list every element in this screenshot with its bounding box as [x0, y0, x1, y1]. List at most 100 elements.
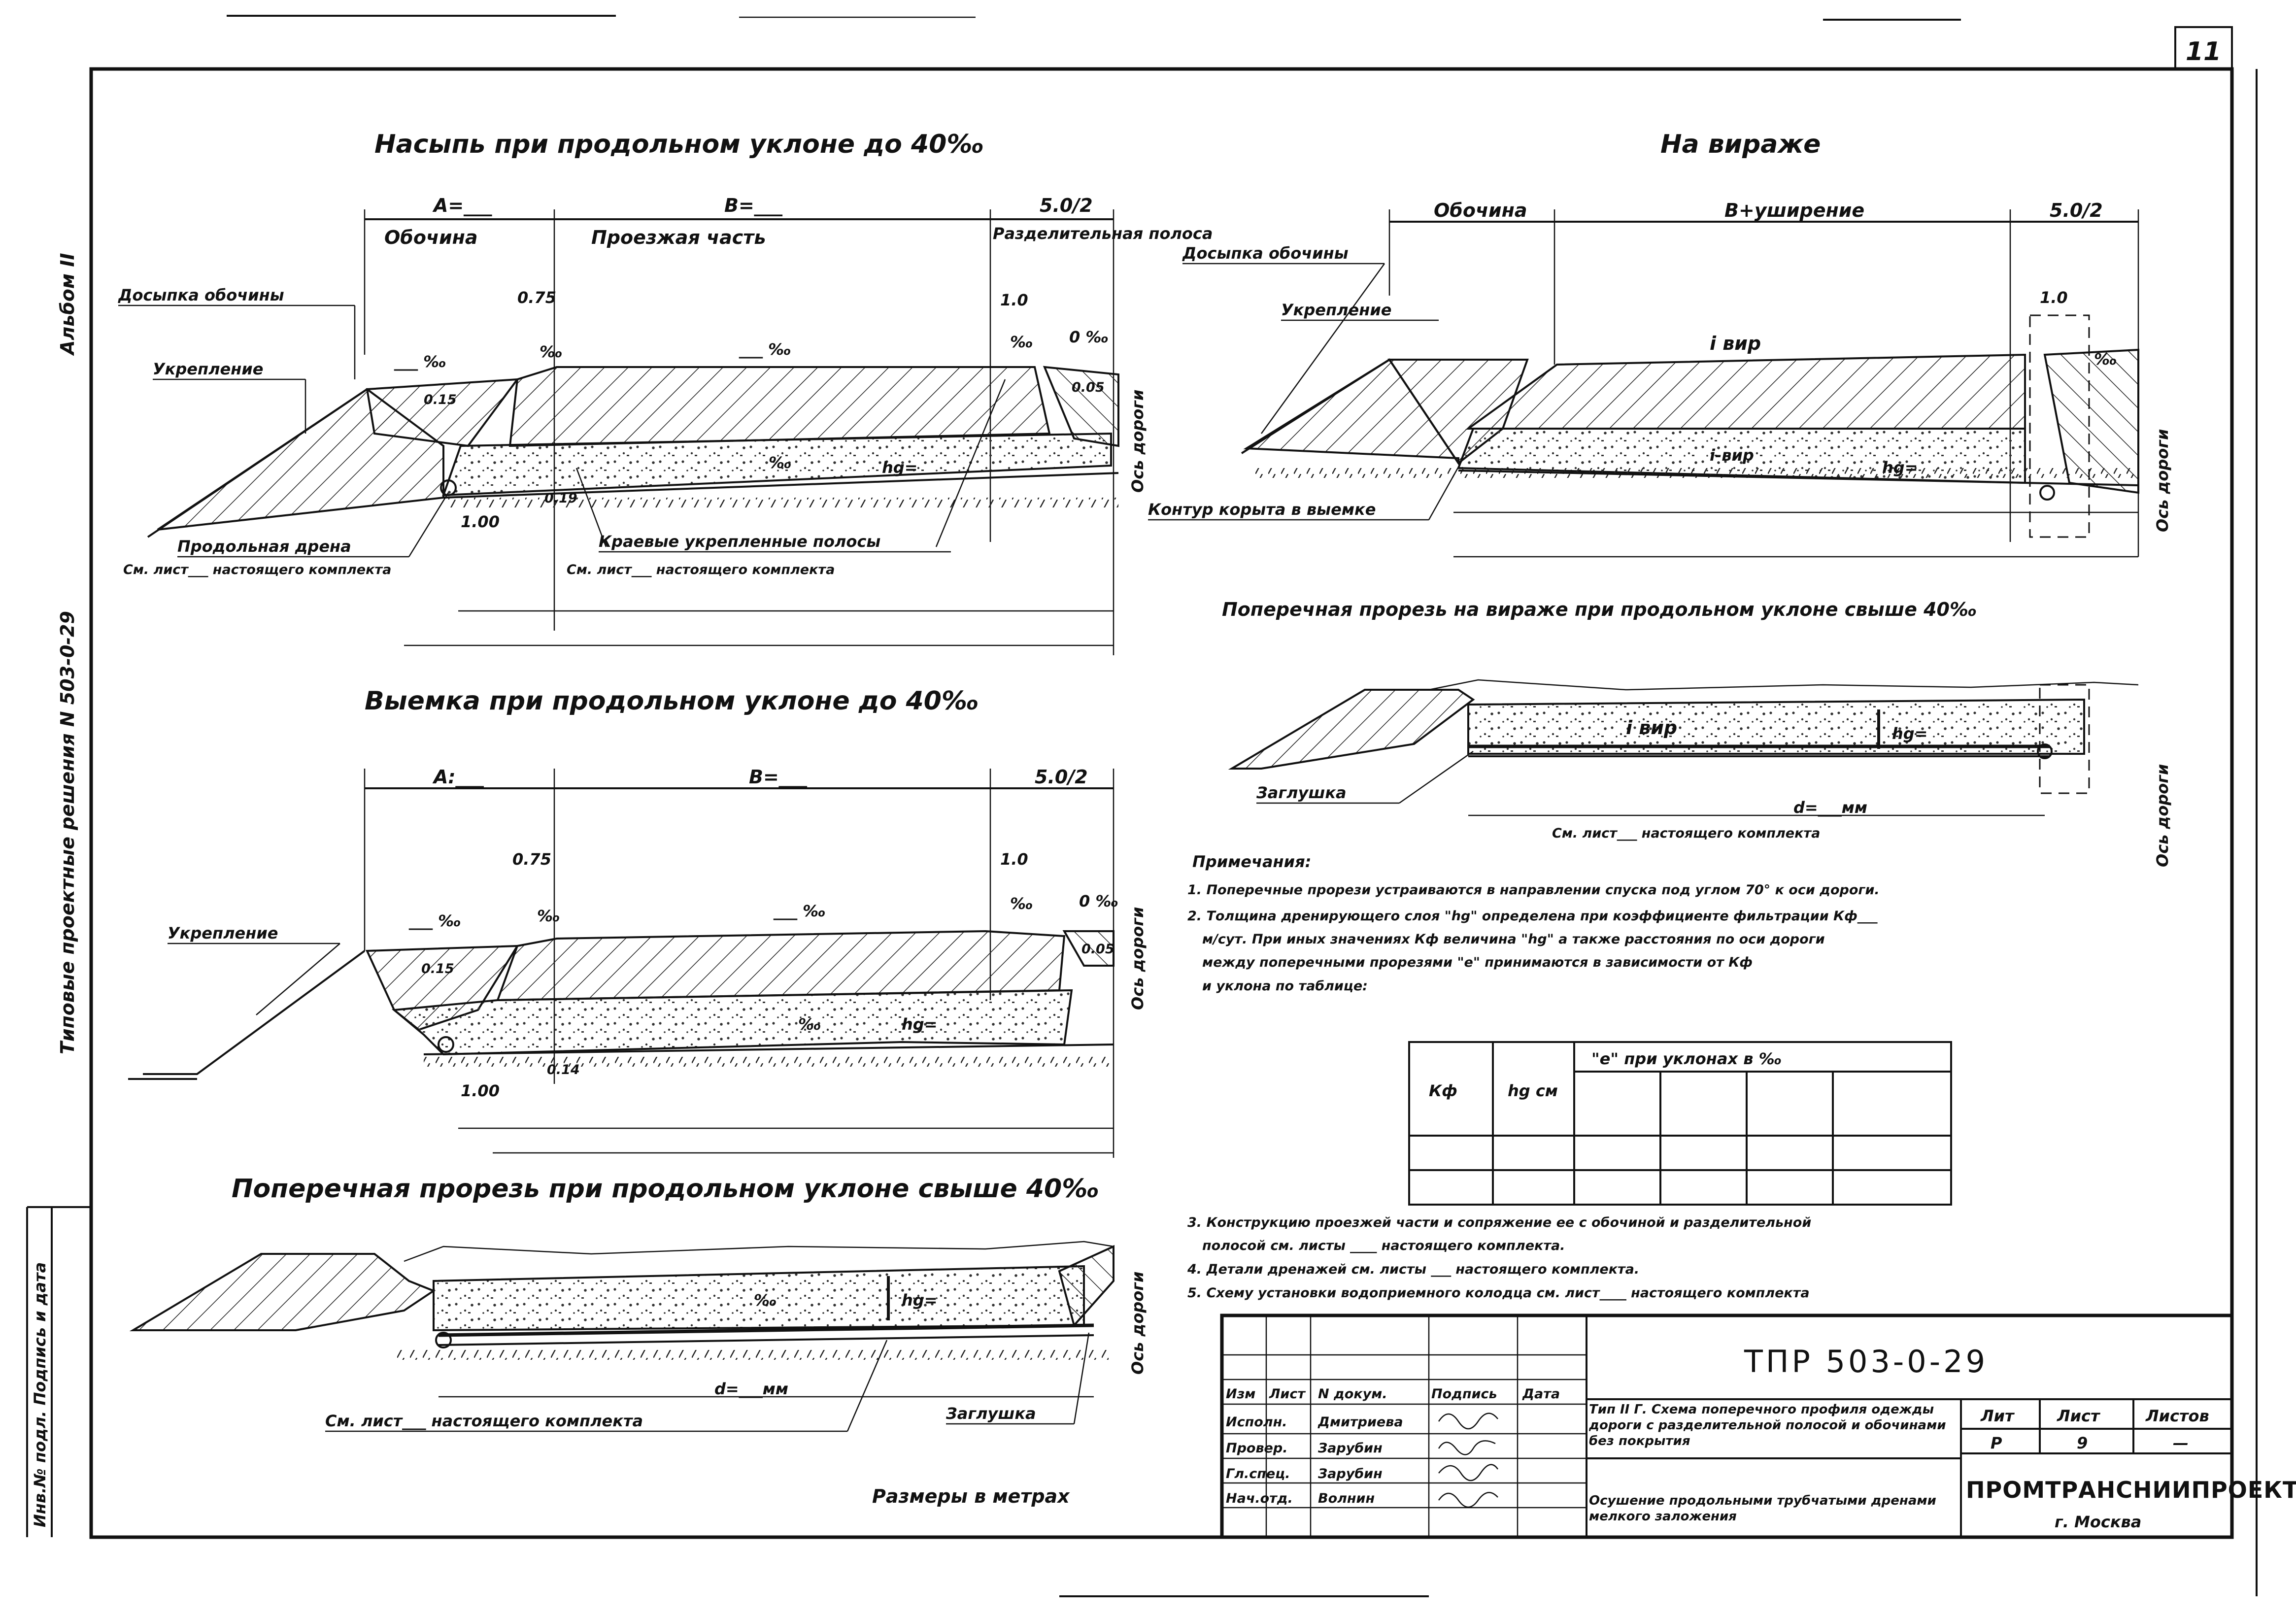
callout-reinforce-b: Укрепление	[1281, 301, 1391, 319]
tb-lit-label: Лит	[1980, 1407, 2015, 1425]
axis-d: Ось дороги	[1128, 907, 1147, 1010]
table-h-hg: hg см	[1508, 1081, 1558, 1100]
dim-019-a: 0.19	[544, 491, 577, 506]
section-embankment: Насыпь при продольном уклоне до 40‰ А=__…	[118, 130, 1213, 655]
axis-e: Ось дороги	[1128, 1272, 1147, 1375]
corner-mark: 11	[2186, 37, 2221, 67]
table-h-e: "е" при уклонах в ‰	[1591, 1049, 1782, 1068]
title-block: Изм Лист N докум. Подпись Дата Исполн. Д…	[1220, 1313, 2296, 1539]
sheet-frame	[26, 15, 2258, 1597]
callout-drain: Продольная дрена	[177, 537, 351, 556]
dim-b-d: В=___	[749, 766, 808, 788]
ref-c: См. лист___ настоящего комплекта	[1552, 826, 1820, 841]
slope-d3: ___ ‰	[773, 902, 826, 920]
note-1: 1. Поперечные прорези устраиваются в нап…	[1187, 882, 1880, 898]
ref-e: См. лист___ настоящего комплекта	[325, 1412, 643, 1430]
tb-h-list: Лист	[1269, 1386, 1306, 1402]
note-2: 2. Толщина дренирующего слоя "hg" опреде…	[1187, 909, 1878, 924]
slope-a6: ‰	[769, 453, 792, 472]
zone-carriageway: Проезжая часть	[591, 227, 766, 248]
tb-h-sign: Подпись	[1431, 1386, 1497, 1402]
section-d-title: Выемка при продольном уклоне до 40‰	[365, 686, 979, 716]
tb-name-2: Зарубин	[1317, 1441, 1383, 1456]
dim-100-a: 1.00	[461, 512, 500, 531]
dim-b: В=___	[724, 195, 783, 216]
note-2d: и уклона по таблице:	[1202, 978, 1368, 994]
zone-shoulder: Обочина	[384, 227, 478, 248]
side-title: Типовые проектные решения N 503-0-29	[57, 611, 78, 1054]
zone-b3: 5.0/2	[2050, 200, 2103, 221]
note-5: 5. Схему установки водоприемного колодца…	[1187, 1285, 1810, 1301]
callout-fill: Досыпка обочины	[118, 286, 284, 304]
tb-name-4: Волнин	[1318, 1491, 1375, 1506]
callout-trough: Контур корыта в выемке	[1148, 500, 1376, 519]
dim-10-b: 1.0	[2040, 288, 2068, 307]
slope-d2: ‰	[537, 907, 560, 925]
slope-d4: ‰	[1010, 894, 1033, 913]
section-b-title: На вираже	[1660, 130, 1821, 159]
d-e: d=___мм	[714, 1380, 788, 1398]
tb-role-4: Нач.отд.	[1226, 1491, 1293, 1506]
tb-role-1: Исполн.	[1226, 1414, 1287, 1430]
section-cut: Поперечная прорезь при продольном уклоне…	[129, 1174, 1147, 1507]
tb-role-2: Провер.	[1226, 1441, 1287, 1456]
section-cutting: Выемка при продольном уклоне до 40‰ А:__…	[128, 686, 1147, 1158]
dim-a-d: А:___	[432, 766, 484, 788]
ref-a1: См. лист___ настоящего комплекта	[123, 562, 391, 577]
tb-name-1: Дмитриева	[1317, 1414, 1403, 1430]
slope-b2: i-вир	[1710, 446, 1754, 465]
plug-c: Заглушка	[1256, 783, 1347, 802]
dim-10: 1.0	[1000, 291, 1028, 309]
dim-015-a: 0.15	[424, 392, 457, 407]
dim-100-d: 1.00	[461, 1081, 500, 1100]
callout-edge-strips: Краевые укрепленные полосы	[599, 532, 880, 551]
note-4: 4. Детали дренажей см. листы ___ настоящ…	[1187, 1262, 1639, 1277]
tb-h-izm: Изм	[1226, 1386, 1255, 1402]
dim-c: 5.0/2	[1040, 195, 1093, 216]
hg-table: Кф hg см "е" при уклонах в ‰	[1408, 1041, 1952, 1206]
axis-a: Ось дороги	[1128, 390, 1147, 493]
slope-c: i вир	[1626, 717, 1677, 739]
dim-075-d: 0.75	[512, 850, 551, 869]
notes-block: Примечания: 1. Поперечные прорези устраи…	[1187, 852, 1952, 1301]
tb-sheet-no: 9	[2077, 1434, 2088, 1452]
d-c: d=___мм	[1793, 798, 1867, 817]
tb-org: ПРОМТРАНСНИИПРОЕКТ	[1966, 1477, 2296, 1503]
slope-a1: ___ ‰	[394, 352, 446, 371]
notes-heading: Примечания:	[1192, 852, 1311, 871]
axis-c: Ось дороги	[2153, 764, 2172, 867]
dim-a: А=___	[432, 195, 492, 216]
axis-b: Ось дороги	[2153, 429, 2172, 532]
hg-e: hg=	[902, 1291, 938, 1310]
zone-b1: Обочина	[1434, 200, 1527, 221]
slope-d1: ___ ‰	[408, 911, 461, 930]
dim-015-d: 0.15	[421, 961, 454, 976]
note-2b: м/сут. При иных значениях Кф величина "h…	[1202, 932, 1825, 947]
tb-city: г. Москва	[2055, 1513, 2141, 1531]
dim-075: 0.75	[517, 288, 556, 307]
section-cut-superelevation: Поперечная прорезь на вираже при продоль…	[1222, 599, 2172, 867]
note-3b: полосой см. листы ____ настоящего компле…	[1202, 1238, 1565, 1253]
note-2c: между поперечными прорезями "е" принимаю…	[1202, 955, 1753, 970]
section-e-title: Поперечная прорезь при продольном уклоне…	[232, 1174, 1099, 1204]
zone-b2: В+уширение	[1724, 200, 1864, 221]
hg-d: hg=	[902, 1015, 938, 1034]
tb-subject: Осушение продольными трубчатыми дренами …	[1589, 1493, 1936, 1524]
slope-d6: ‰	[798, 1015, 821, 1034]
section-c-title: Поперечная прорезь на вираже при продоль…	[1222, 599, 1977, 620]
dim-005-d: 0.05	[1081, 942, 1114, 957]
slope-b1: i вир	[1710, 333, 1761, 354]
callout-fill-b: Досыпка обочины	[1182, 244, 1349, 263]
dim-014-d: 0.14	[547, 1062, 580, 1077]
slope-b3: ‰	[2094, 350, 2117, 369]
slope-a3: ___ ‰	[739, 340, 791, 359]
hg-a: hg=	[882, 458, 918, 477]
slope-a5: 0 ‰	[1069, 328, 1109, 346]
tb-h-date: Дата	[1522, 1386, 1560, 1402]
slope-e: ‰	[754, 1291, 777, 1310]
slope-a2: ‰	[540, 342, 563, 361]
hg-b: hg=	[1882, 458, 1918, 477]
note-3: 3. Конструкцию проезжей части и сопряжен…	[1187, 1215, 1811, 1230]
dim-c-d: 5.0/2	[1035, 766, 1088, 788]
